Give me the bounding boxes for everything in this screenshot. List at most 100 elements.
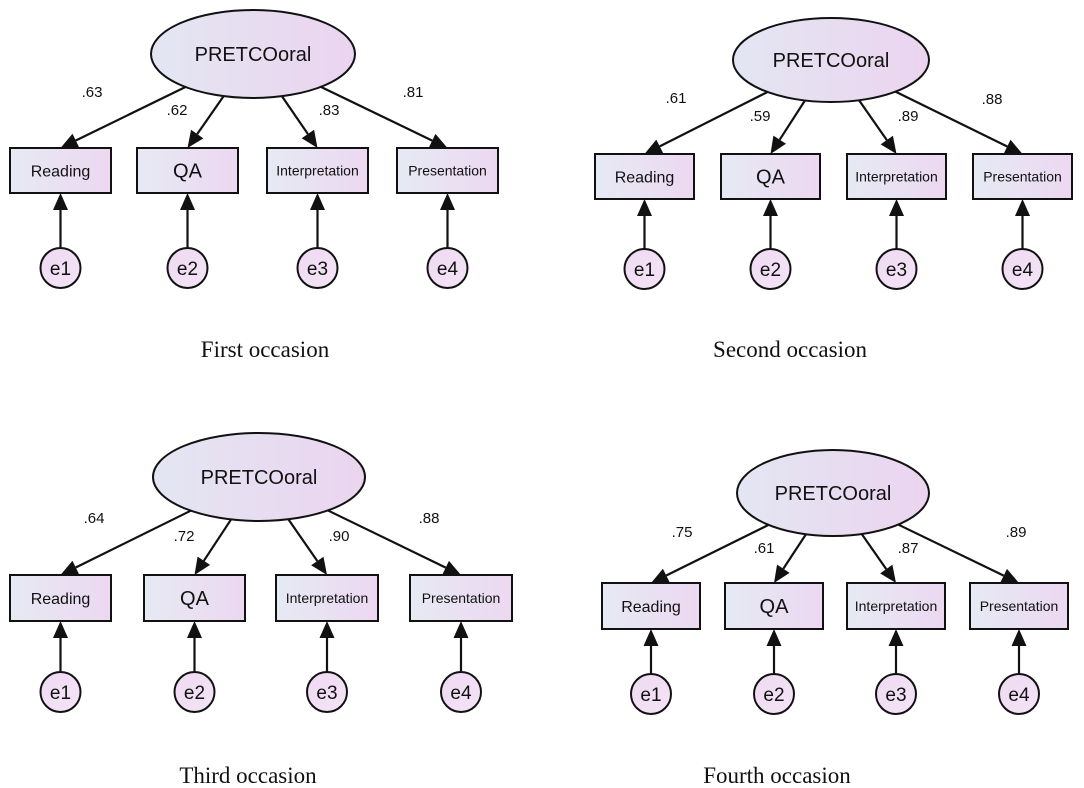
loading-value-third-3: .90	[329, 528, 350, 545]
loading-arrow-second-1-line	[659, 91, 769, 148]
error-label-fourth-2: e2	[763, 685, 784, 706]
error-label-first-3: e3	[307, 259, 328, 280]
caption-second: Second occasion	[713, 337, 867, 362]
error-arrow-second-1-arrowhead	[637, 199, 652, 216]
indicator-label-second-2: QA	[756, 167, 786, 189]
latent-ellipse-second	[732, 17, 930, 103]
loading-arrow-fourth-1-arrowhead	[651, 568, 670, 583]
panel-first-occasion: PRETCOoralReadinge1.63QAe2.62Interpretat…	[9, 9, 499, 362]
error-arrow-third-1-arrowhead	[53, 621, 68, 638]
error-arrow-second-2-arrowhead	[763, 199, 778, 216]
loading-value-second-4: .88	[982, 91, 1003, 108]
error-circle-third-2	[173, 671, 216, 713]
error-arrow-third-4-arrowhead	[453, 621, 469, 638]
indicator-label-first-1: Reading	[31, 163, 91, 180]
error-label-first-4: e4	[437, 259, 459, 280]
loading-arrow-fourth-2-line	[782, 533, 807, 570]
error-label-third-2: e2	[184, 683, 205, 704]
latent-label-fourth: PRETCOoral	[775, 483, 892, 505]
error-circle-second-1	[623, 248, 666, 290]
error-arrow-fourth-3-arrowhead	[888, 629, 904, 646]
loading-value-first-2: .62	[167, 102, 188, 119]
loading-value-second-3: .89	[898, 108, 919, 125]
error-label-third-4: e4	[450, 683, 472, 704]
error-label-second-3: e3	[886, 260, 907, 281]
error-label-fourth-1: e1	[640, 685, 661, 706]
error-circle-first-2	[166, 247, 209, 289]
indicator-box-third-4	[409, 574, 513, 622]
error-label-third-3: e3	[316, 683, 337, 704]
loading-arrow-third-2-line	[202, 518, 232, 562]
latent-label-third: PRETCOoral	[201, 467, 318, 489]
loading-arrow-fourth-3-arrowhead	[880, 564, 896, 583]
error-label-first-2: e2	[177, 259, 198, 280]
error-circle-third-4	[440, 671, 482, 713]
indicator-box-fourth-3	[846, 582, 946, 630]
loading-arrow-third-4-arrowhead	[442, 560, 461, 575]
caption-fourth: Fourth occasion	[703, 763, 851, 788]
loading-arrow-first-4-line	[320, 85, 433, 142]
indicator-label-third-4: Presentation	[422, 590, 501, 606]
error-circle-first-4	[426, 247, 469, 289]
indicator-box-third-2	[143, 574, 246, 622]
indicator-box-fourth-4	[969, 582, 1069, 630]
loading-arrow-second-3-line	[858, 99, 888, 141]
latent-ellipse-third	[152, 432, 366, 522]
loading-arrow-third-2-arrowhead	[194, 556, 211, 575]
loading-value-third-1: .64	[84, 510, 105, 527]
error-arrow-fourth-1-arrowhead	[643, 629, 659, 646]
error-label-fourth-3: e3	[885, 685, 906, 706]
indicator-box-first-2	[136, 147, 239, 194]
panel-third-occasion: PRETCOoralReadinge1.64QAe2.72Interpretat…	[9, 432, 513, 788]
loading-value-third-4: .88	[419, 510, 440, 527]
error-label-third-1: e1	[50, 683, 71, 704]
indicator-label-second-1: Reading	[615, 169, 675, 186]
loading-arrow-third-1-line	[75, 509, 192, 569]
loading-arrow-fourth-4-line	[897, 523, 1005, 577]
indicator-label-fourth-2: QA	[760, 596, 790, 618]
error-arrow-third-2-arrowhead	[187, 621, 202, 638]
indicator-label-first-2: QA	[173, 161, 203, 183]
loading-arrow-third-3-arrowhead	[311, 556, 327, 575]
loading-arrow-first-3-arrowhead	[301, 129, 318, 148]
loading-value-fourth-4: .89	[1006, 524, 1027, 541]
indicator-label-fourth-4: Presentation	[980, 598, 1059, 614]
loading-value-third-2: .72	[174, 528, 195, 545]
error-circle-fourth-3	[875, 673, 917, 715]
loading-arrow-second-2-line	[778, 99, 806, 141]
loading-arrow-third-4-line	[327, 509, 447, 569]
loading-arrow-first-2-line	[196, 95, 225, 135]
error-arrow-first-4-arrowhead	[440, 193, 455, 210]
loading-arrow-first-1-arrowhead	[60, 133, 80, 148]
loading-value-second-2: .59	[750, 108, 771, 125]
error-circle-second-3	[875, 248, 918, 290]
loading-arrow-third-1-arrowhead	[60, 560, 80, 575]
error-circle-first-1	[39, 247, 82, 289]
indicator-box-second-4	[972, 153, 1073, 200]
loading-arrow-first-4-arrowhead	[428, 133, 448, 148]
error-label-fourth-4: e4	[1008, 685, 1030, 706]
loading-arrow-second-1-arrowhead	[644, 139, 664, 154]
loading-arrow-third-3-line	[287, 518, 319, 562]
caption-first: First occasion	[201, 337, 330, 362]
error-arrow-second-4-arrowhead	[1015, 199, 1030, 216]
indicator-label-second-3: Interpretation	[855, 169, 938, 185]
loading-arrow-second-3-arrowhead	[880, 135, 897, 154]
error-circle-fourth-1	[630, 673, 672, 715]
indicator-label-first-3: Interpretation	[276, 163, 359, 179]
loading-value-fourth-1: .75	[672, 524, 693, 541]
loading-arrow-fourth-1-line	[665, 523, 770, 577]
indicator-label-first-4: Presentation	[408, 163, 487, 179]
loading-value-fourth-2: .61	[754, 540, 775, 557]
error-circle-third-1	[39, 671, 82, 713]
error-circle-second-4	[1001, 248, 1044, 290]
error-circle-first-3	[296, 247, 339, 289]
indicator-label-third-3: Interpretation	[286, 590, 369, 606]
indicator-label-fourth-3: Interpretation	[855, 598, 938, 614]
loading-arrow-fourth-3-line	[860, 533, 888, 570]
indicator-label-third-1: Reading	[31, 591, 91, 608]
indicator-box-second-1	[594, 153, 695, 200]
error-arrow-fourth-4-arrowhead	[1011, 629, 1027, 646]
error-arrow-second-3-arrowhead	[889, 199, 904, 216]
